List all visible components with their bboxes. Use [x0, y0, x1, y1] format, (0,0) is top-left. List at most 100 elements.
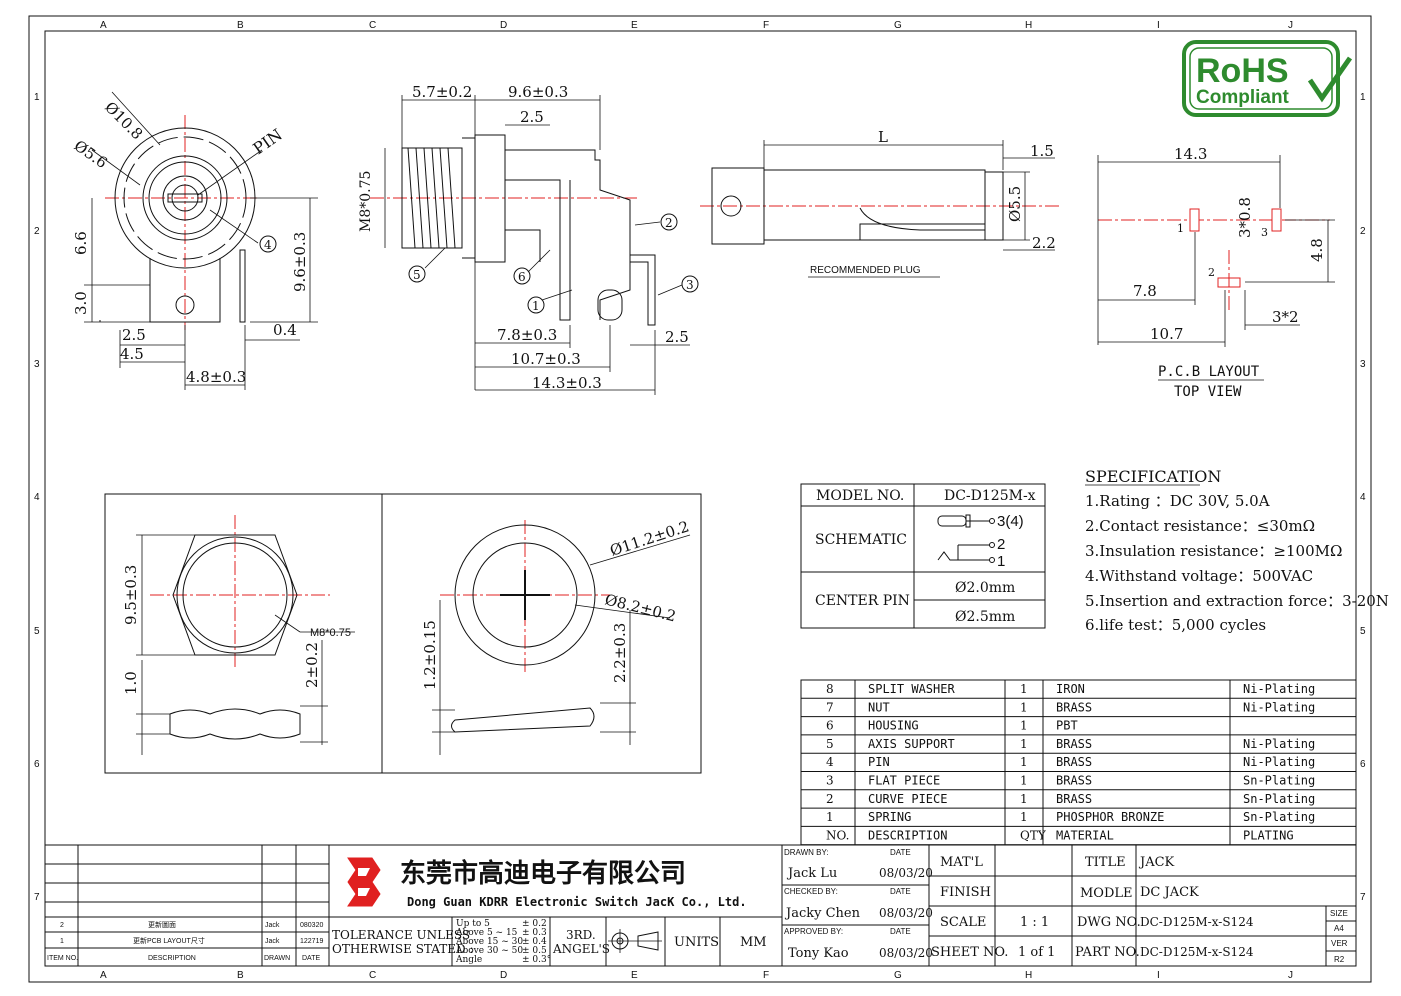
- spec-item: 4.Withstand voltage：500VAC: [1085, 567, 1313, 585]
- dim-d143: 14.3±0.3: [532, 374, 602, 392]
- dim-d96: 9.6±0.3: [508, 83, 568, 101]
- approved-by-label: APPROVED BY:: [784, 927, 843, 936]
- center-pin-20: Ø2.0mm: [955, 580, 1015, 596]
- title-label: TITLE: [1085, 855, 1126, 870]
- tolerance-label-1: TOLERANCE UNLESS: [332, 928, 470, 942]
- bom-cell: BRASS: [1056, 737, 1092, 751]
- bom-cell: SPRING: [868, 810, 911, 824]
- col-label: B: [237, 970, 244, 981]
- dim-w48: 4.8±0.3: [186, 368, 246, 386]
- rev-date: 122719: [300, 938, 323, 945]
- col-label: D: [500, 970, 507, 981]
- row-label: 7: [1360, 892, 1366, 903]
- col-label: F: [763, 20, 769, 31]
- tol-value: ± 0.4: [522, 937, 547, 947]
- rev-drawn: Jack: [265, 922, 280, 929]
- bom-cell: BRASS: [1056, 774, 1092, 788]
- title-block: 2 更新圖面 Jack 080320 1 更新PCB LAYOUT尺寸 Jack…: [45, 844, 1356, 966]
- center-pin-label: CENTER PIN: [815, 593, 910, 609]
- pcb-dim-32: 3*2: [1272, 308, 1299, 326]
- washer-dim-82: Ø8.2±0.2: [603, 590, 678, 625]
- bom-cell: NUT: [868, 700, 890, 714]
- bom-cell: BRASS: [1056, 755, 1092, 769]
- col-label: H: [1025, 20, 1032, 31]
- checked-date: 08/03/20: [879, 906, 933, 920]
- border-column-labels: A B C D E F G H I J A B C D E F G H I J: [100, 20, 1293, 981]
- model-label: MODEL NO.: [816, 488, 904, 504]
- col-label: J: [1288, 970, 1293, 981]
- row-label: 4: [34, 492, 40, 503]
- border-row-labels: 1 2 3 4 5 6 7 1 2 3 4 5 6 7: [34, 92, 1366, 903]
- dim-22: 2.2: [1032, 234, 1056, 252]
- company-name-cn: 东莞市高迪电子有限公司: [400, 858, 686, 888]
- tol-range: Angle: [455, 955, 482, 965]
- third-angle-projection-icon: [608, 929, 662, 953]
- outer-border: [28, 15, 1372, 983]
- row-label: 5: [1360, 626, 1366, 637]
- rev-item: 1: [60, 938, 64, 945]
- tol-range: Above 5 ~ 15: [455, 928, 518, 938]
- bom-header-cell: NO.: [826, 828, 849, 842]
- dim-d78: 7.8±0.3: [497, 326, 557, 344]
- dim-d25b: 2.5: [665, 328, 689, 346]
- bom-cell: Sn-Plating: [1243, 792, 1315, 806]
- dim-m8: M8*0.75: [358, 171, 374, 232]
- col-label: E: [631, 20, 638, 31]
- row-label: 2: [34, 226, 40, 237]
- col-label: B: [237, 20, 244, 31]
- center-pin-25: Ø2.5mm: [955, 609, 1015, 625]
- nut-dim-10: 1.0: [122, 671, 140, 695]
- pad-label-2: 2: [1208, 266, 1215, 279]
- size-label: SIZE: [1330, 909, 1348, 918]
- units-value: MM: [740, 935, 767, 950]
- approved-date: 08/03/20: [879, 946, 933, 960]
- pcb-dim-143: 14.3: [1174, 145, 1207, 163]
- dim-d57: 5.7±0.2: [412, 83, 472, 101]
- bom-header-cell: MATERIAL: [1056, 828, 1114, 842]
- nut-dim-95: 9.5±0.3: [122, 565, 140, 625]
- sheet-value: 1 of 1: [1018, 945, 1055, 960]
- check-icon: [1307, 56, 1353, 103]
- date-label: DATE: [890, 927, 911, 936]
- approved-by-name: Tony Kao: [788, 946, 849, 961]
- dim-h96: 9.6±0.3: [291, 232, 309, 292]
- rohs-text: RoHS: [1196, 52, 1289, 90]
- bom-cell: 8: [826, 682, 834, 696]
- modle-label: MODLE: [1080, 886, 1133, 901]
- row-label: 6: [1360, 759, 1366, 770]
- dim-15: 1.5: [1030, 142, 1054, 160]
- bom-cell: AXIS SUPPORT: [868, 737, 955, 751]
- pcb-dim-48: 4.8: [1308, 238, 1326, 262]
- specification: SPECIFICATION 1.Rating ：DC 30V, 5.0A 2.C…: [1085, 467, 1389, 634]
- rev-drawn: Jack: [265, 938, 280, 945]
- bom-cell: Sn-Plating: [1243, 810, 1315, 824]
- washer-view: Ø11.2±0.2 Ø8.2±0.2 1.2±0.15 2.2±0.3: [421, 517, 691, 755]
- bom-cell: 1: [1020, 737, 1028, 751]
- modle-value: DC JACK: [1140, 885, 1199, 900]
- rev-header: DATE: [302, 955, 320, 962]
- row-label: 3: [34, 359, 40, 370]
- schematic-label: SCHEMATIC: [815, 532, 907, 548]
- inner-border: [44, 30, 1357, 967]
- bom-cell: 7: [826, 700, 834, 714]
- scale-value: 1 : 1: [1020, 915, 1049, 930]
- bom-cell: 5: [826, 737, 834, 751]
- tol-range: Above 15 ~ 30: [455, 937, 523, 947]
- col-label: D: [500, 20, 507, 31]
- front-view: Ø10.8 Ø5.6 PIN 6.6 3.0 9.6±0.3 2.5 4.5 4…: [71, 91, 318, 390]
- bom-cell: 1: [1020, 755, 1028, 769]
- recommended-plug: L 1.5 Ø5.5 2.2 RECOMMENDED PLUG: [700, 128, 1060, 278]
- date-label: DATE: [890, 887, 911, 896]
- company-logo: [347, 857, 381, 907]
- date-label: DATE: [890, 848, 911, 857]
- col-label: G: [894, 970, 902, 981]
- pcb-dim-78: 7.8: [1133, 282, 1157, 300]
- rev-desc: 更新圖面: [148, 920, 176, 929]
- bom-cell: PHOSPHOR BRONZE: [1056, 810, 1164, 824]
- schematic-pin-1: 1: [997, 553, 1005, 570]
- pcb-layout: 14.3 3*0.8 4.8 7.8 10.7 3*2 1 2 3 P.C.B …: [1097, 145, 1335, 400]
- tolerance-label-2: OTHERWISE STATED :: [332, 942, 474, 956]
- col-label: A: [100, 970, 107, 981]
- sheet-label: SHEET NO.: [931, 945, 1008, 960]
- dim-h30: 3.0: [72, 291, 90, 315]
